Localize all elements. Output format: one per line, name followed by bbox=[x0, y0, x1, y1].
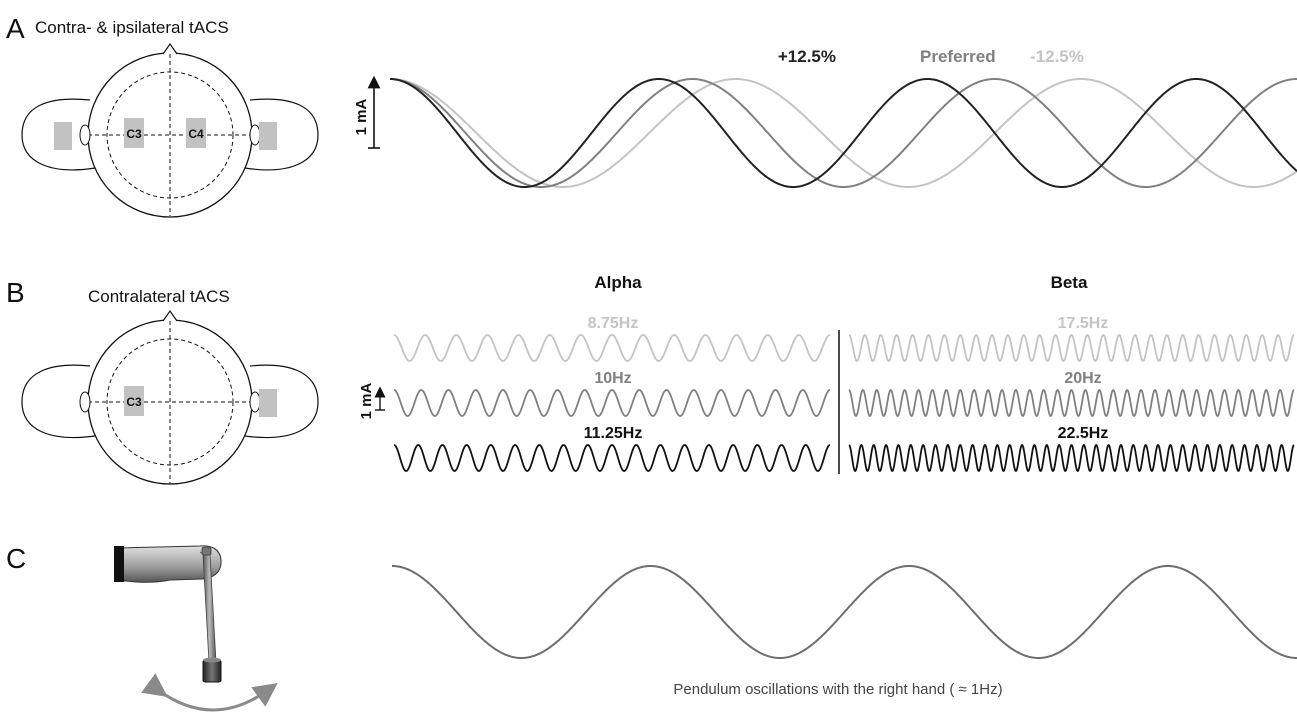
panel-a-subtitle: Contra- & ipsilateral tACS bbox=[35, 18, 229, 37]
electrode-right-shoulder bbox=[259, 122, 277, 150]
swing-arrow-icon bbox=[141, 673, 278, 712]
wave-c-pendulum bbox=[391, 565, 1297, 659]
nose-marker bbox=[162, 309, 178, 322]
electrode-c3 bbox=[124, 118, 144, 148]
sleeve-cuff bbox=[114, 546, 124, 582]
electrode-c3-label: C3 bbox=[126, 127, 142, 141]
weight-top bbox=[203, 657, 221, 663]
freq-label-beta-high: 22.5Hz bbox=[1058, 425, 1109, 442]
band-beta-label: Beta bbox=[1051, 273, 1088, 292]
scale-label-b: 1 mA bbox=[358, 382, 375, 419]
electrode-c3-label: C3 bbox=[126, 395, 142, 409]
freq-label-alpha-mid: 10Hz bbox=[594, 370, 631, 387]
electrode-c3 bbox=[124, 386, 144, 416]
wave-b-beta-22-5hz bbox=[848, 444, 1295, 472]
band-alpha-label: Alpha bbox=[594, 273, 642, 292]
freq-label-beta-low: 17.5Hz bbox=[1058, 315, 1109, 332]
freq-label-alpha-high: 11.25Hz bbox=[584, 425, 643, 442]
waves-b bbox=[393, 334, 1295, 472]
waves-c bbox=[391, 565, 1297, 659]
electrode-c4 bbox=[186, 118, 206, 148]
ear-left bbox=[79, 391, 91, 413]
nose-marker bbox=[162, 42, 178, 55]
legend-minus: -12.5% bbox=[1030, 47, 1084, 66]
panel-c-caption: Pendulum oscillations with the right han… bbox=[673, 681, 1002, 698]
panel-b-letter: B bbox=[6, 277, 25, 308]
wave-a-plus-12-5 bbox=[389, 78, 1297, 188]
freq-label-alpha-low: 8.75Hz bbox=[588, 315, 639, 332]
waves-a bbox=[389, 78, 1297, 188]
wave-b-beta-17-5hz bbox=[848, 334, 1295, 362]
arm-left bbox=[21, 364, 96, 439]
wave-b-alpha-8-75hz bbox=[393, 334, 831, 362]
wave-b-beta-20hz bbox=[848, 389, 1295, 417]
head-diagram-a: C3 C4 bbox=[21, 42, 319, 218]
pendulum-weight bbox=[202, 659, 222, 683]
scale-label-a: 1 mA bbox=[353, 98, 370, 135]
freq-label-beta-mid: 20Hz bbox=[1064, 370, 1101, 387]
head-diagram-b: C3 bbox=[21, 309, 319, 485]
hand-icon bbox=[117, 545, 222, 583]
rod-cap bbox=[201, 546, 212, 556]
electrode-left-shoulder bbox=[54, 122, 72, 150]
panel-c-letter: C bbox=[6, 543, 26, 574]
ear-left bbox=[79, 124, 91, 146]
panel-a-letter: A bbox=[6, 13, 25, 44]
pendulum-illustration bbox=[114, 545, 278, 712]
wave-b-alpha-11-25hz bbox=[393, 444, 831, 472]
wave-b-alpha-10hz bbox=[393, 389, 831, 417]
ear-right bbox=[249, 391, 261, 413]
arm-right bbox=[244, 364, 319, 439]
arm-right bbox=[244, 98, 319, 171]
wave-a-preferred bbox=[389, 78, 1297, 188]
ear-right bbox=[249, 124, 261, 146]
panel-b: B Contralateral tACS C3 Alpha Beta 8.75H… bbox=[6, 273, 1295, 485]
panel-c: C Pendulum oscillations with the right h… bbox=[6, 543, 1297, 712]
legend-preferred: Preferred bbox=[920, 47, 996, 66]
legend-plus: +12.5% bbox=[778, 47, 836, 66]
panel-b-subtitle: Contralateral tACS bbox=[88, 287, 230, 306]
panel-a: A Contra- & ipsilateral tACS C3 C4 1 mA … bbox=[6, 13, 1297, 218]
electrode-right-shoulder bbox=[259, 389, 277, 417]
electrode-c4-label: C4 bbox=[188, 127, 204, 141]
